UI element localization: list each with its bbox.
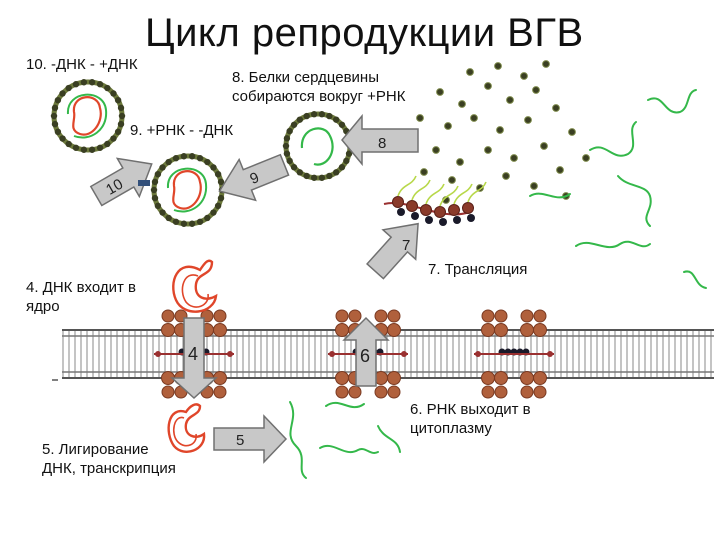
nascent-peptide — [425, 183, 445, 205]
arrow-9: 9 — [218, 153, 290, 202]
core-protein-dot — [484, 146, 492, 154]
core-protein-dot — [456, 158, 464, 166]
rna-strand — [617, 175, 652, 227]
dna-entering-nucleus — [172, 259, 218, 313]
core-protein-dot — [502, 172, 510, 180]
core-protein-dot — [532, 86, 540, 94]
core-protein-dot — [552, 104, 560, 112]
rna-strand — [647, 89, 697, 114]
core-protein-dot — [582, 154, 590, 162]
core-protein-dot — [506, 96, 514, 104]
ribosome-subunit — [397, 208, 405, 216]
nuclear-pore-3 — [474, 309, 554, 399]
step-9-label: 9. +РНК - -ДНК — [130, 122, 234, 139]
ribosome — [462, 202, 474, 214]
rna-strand — [325, 401, 365, 409]
ribosome — [420, 204, 432, 216]
ribosome-subunit — [439, 218, 447, 226]
ribosome — [392, 196, 404, 208]
arrow-8: 8 — [341, 113, 419, 167]
virion-3 — [282, 111, 354, 181]
virion-2 — [150, 153, 226, 227]
ribosome — [406, 200, 418, 212]
step-8-label: 8. Белки сердцевины собираются вокруг +Р… — [232, 69, 406, 105]
rna-strand — [589, 121, 637, 157]
step-10-label: 10. -ДНК - +ДНК — [26, 56, 138, 73]
core-protein-dot — [568, 128, 576, 136]
core-protein-dot — [466, 68, 474, 76]
ribosome-subunit — [425, 216, 433, 224]
nascent-peptide — [453, 183, 473, 205]
core-protein-dot — [542, 60, 550, 68]
step-6-label: 6. РНК выходит в цитоплазму — [410, 401, 531, 437]
core-protein-dot — [432, 146, 440, 154]
diagram-title: Цикл репродукции ВГВ — [145, 11, 584, 55]
core-protein-dot — [458, 100, 466, 108]
rna-strand — [683, 270, 707, 289]
step-4-label: 4. ДНК входит в ядро — [26, 279, 137, 315]
ribosome-subunit — [453, 216, 461, 224]
core-protein-dot — [556, 166, 564, 174]
core-protein-dot — [524, 116, 532, 124]
arrow-6: 6 — [342, 316, 390, 387]
arrow-7-number: 7 — [402, 237, 410, 254]
arrow-5-number: 5 — [236, 432, 244, 449]
core-protein-dot — [436, 88, 444, 96]
core-protein-dots — [416, 60, 590, 204]
ribosome-subunit — [411, 212, 419, 220]
nascent-peptide — [439, 185, 459, 207]
rna-strand — [529, 192, 571, 199]
core-protein-dot — [448, 176, 456, 184]
arrow-6-number: 6 — [360, 346, 370, 366]
core-protein-dot — [520, 72, 528, 80]
core-protein-dot — [444, 122, 452, 130]
nascent-peptide — [467, 181, 487, 203]
nuclear-pore-complexes — [154, 309, 554, 399]
virion-1 — [50, 79, 126, 153]
rna-strand — [319, 445, 379, 454]
core-protein-dot — [540, 142, 548, 150]
arrow-10: 10 — [89, 157, 153, 207]
core-protein-dot — [420, 168, 428, 176]
core-protein-dot — [530, 182, 538, 190]
nascent-peptide — [397, 175, 417, 197]
ribosome-subunit — [467, 214, 475, 222]
translation-ribosomes — [383, 175, 487, 226]
step-5-label: 5. Лигирование ДНК, транскрипция — [42, 441, 176, 477]
arrow-4-number: 4 — [188, 344, 198, 364]
arrow-7: 7 — [366, 222, 419, 280]
core-protein-dot — [494, 62, 502, 70]
virus-particles — [50, 79, 354, 227]
arrow-10-number: 10 — [103, 176, 126, 199]
arrow-8-number: 8 — [378, 135, 386, 152]
arrow-4: 4 — [170, 317, 218, 400]
core-protein-dot — [510, 154, 518, 162]
ribosome — [448, 204, 460, 216]
rna-strand — [377, 425, 401, 453]
rna-strands — [289, 89, 707, 479]
rna-strand — [575, 240, 651, 249]
nascent-peptide — [411, 179, 431, 201]
ribosome — [434, 206, 446, 218]
core-protein-dot — [496, 126, 504, 134]
step-7-label: 7. Трансляция — [428, 261, 528, 278]
core-protein-dot — [416, 114, 424, 122]
core-protein-dot — [484, 82, 492, 90]
arrow-5: 5 — [213, 414, 288, 464]
core-protein-dot — [470, 114, 478, 122]
dna-in-nucleus — [167, 403, 206, 453]
rna-strand — [289, 401, 307, 479]
